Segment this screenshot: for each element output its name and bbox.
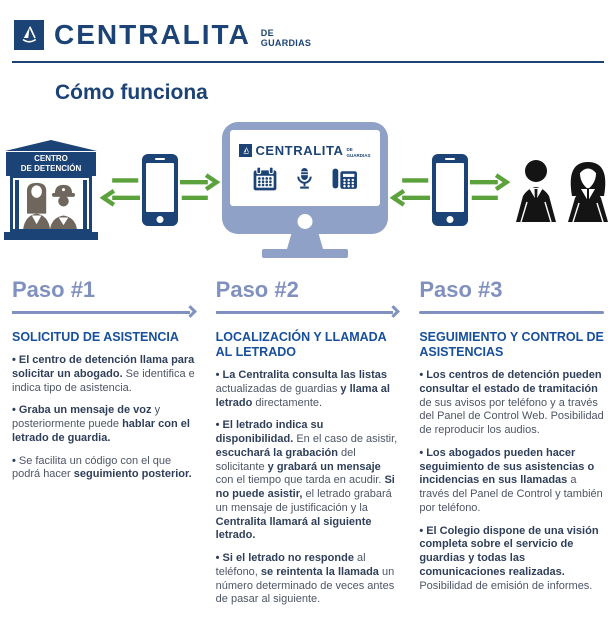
step-arrow-icon [419, 306, 604, 320]
monitor-stand [287, 234, 323, 249]
smartphone-icon [432, 154, 468, 226]
bullet-item: •El letrado indica su disponibilidad. En… [215, 419, 398, 542]
monitor-button [297, 214, 313, 229]
duplex-arrows-icon [390, 178, 430, 207]
step-label: Paso #2 [215, 277, 299, 302]
duplex-arrows-icon [100, 178, 140, 207]
bullet-item: •Si el letrado no responde al teléfono, … [215, 552, 395, 606]
bullet-dot: • [419, 369, 424, 381]
monitor-stand-base [262, 249, 348, 258]
phone-screen [436, 163, 464, 212]
phone-home-button [446, 215, 454, 223]
monitor-bezel: CENTRALITA DE GUARDIAS [222, 122, 388, 234]
phone-screen [146, 163, 174, 212]
monitor-tagline-line1: DE [346, 147, 353, 153]
detention-center-sign: CENTRO DE DETENCIÓN [6, 152, 96, 176]
page-title: Cómo funciona [55, 81, 208, 104]
bullet-item: •El Colegio dispone de una visión comple… [419, 524, 599, 592]
step-title: SEGUIMIENTO Y CONTROL DE ASISTENCIAS [419, 330, 604, 359]
duplex-arrows-icon [470, 173, 510, 200]
phone-speaker [155, 158, 165, 160]
step-arrow-head [387, 305, 401, 318]
monitor-screen: CENTRALITA DE GUARDIAS [230, 130, 380, 206]
monitor-feature-icons [252, 166, 358, 192]
abogacia-scales-icon [239, 144, 253, 158]
steps: Paso #1 SOLICITUD DE ASISTENCIA •El cent… [0, 263, 616, 607]
bullet-dot: • [419, 524, 424, 537]
step-arrow-icon [12, 305, 197, 320]
bullet-item: •Los centros de detención pueden consult… [419, 369, 604, 436]
brand-tagline-line2: GUARDIAS [260, 37, 312, 48]
step-title: SOLICITUD DE ASISTENCIA [12, 330, 179, 344]
step-arrow-icon [215, 305, 401, 320]
detention-center-icon: CENTRO DE DETENCIÓN [4, 140, 98, 240]
abogacia-scales-glyph [22, 26, 37, 43]
bullet-dot: • [12, 404, 16, 417]
bullet-item: •La Centralita consulta las listas actua… [215, 369, 390, 409]
centralita-monitor-icon: CENTRALITA DE GUARDIAS [222, 122, 388, 258]
step-title: LOCALIZACIÓN Y LLAMADA AL LETRADO [215, 330, 387, 359]
lawyers-icon [516, 160, 608, 222]
bullet-dot: • [215, 419, 220, 432]
smartphone-icon [142, 154, 178, 226]
phone-home-button [156, 215, 164, 223]
detainee-and-officer-icon [23, 182, 77, 229]
bullet-item: •El centro de detención llama para solic… [12, 354, 195, 394]
bullet-dot: • [419, 446, 424, 459]
bullet-dot: • [12, 354, 16, 366]
building-base [4, 231, 98, 240]
building-column [83, 179, 87, 229]
step-column: Paso #2 LOCALIZACIÓN Y LLAMADA AL LETRAD… [215, 277, 401, 607]
duplex-arrows-icon [180, 173, 220, 200]
step-arrow-line [419, 311, 604, 314]
deskphone-icon [332, 168, 357, 190]
building-pediment [5, 140, 97, 152]
abogacia-scales-icon [14, 20, 44, 50]
step-column: Paso #1 SOLICITUD DE ASISTENCIA •El cent… [12, 277, 197, 607]
monitor-brand: CENTRALITA DE GUARDIAS [239, 143, 371, 159]
bullet-dot: • [215, 552, 220, 564]
step-arrow-head [183, 305, 197, 318]
bullet-dot: • [12, 454, 16, 467]
calendar-icon [253, 166, 277, 191]
phone-speaker [445, 158, 455, 160]
header: CENTRALITA DE GUARDIAS [0, 0, 616, 50]
step-bullets: •Los centros de detención pueden consult… [419, 369, 604, 593]
flow-diagram: CENTRO DE DETENCIÓN [0, 117, 616, 263]
monitor-tagline-line2: GUARDIAS [346, 152, 371, 158]
step-bullets: •La Centralita consulta las listas actua… [216, 369, 401, 607]
detention-center-label-line1: CENTRO [34, 154, 68, 164]
step-column: Paso #3 SEGUIMIENTO Y CONTROL DE ASISTEN… [419, 277, 604, 607]
step-label: Paso #3 [419, 277, 503, 302]
bullet-dot: • [215, 369, 220, 381]
microphone-icon [297, 168, 312, 189]
detention-center-label-line2: DE DETENCIÓN [20, 164, 82, 173]
building-column [15, 179, 19, 229]
brand-tagline-line1: DE [260, 28, 274, 38]
step-arrow-line [12, 311, 190, 314]
step-arrow-line [215, 311, 394, 314]
abogacia-scales-glyph [243, 147, 249, 154]
header-divider [12, 61, 604, 63]
bullet-item: •Los abogados pueden hacer seguimiento d… [419, 446, 603, 514]
bullet-item: •Graba un mensaje de voz y posteriorment… [12, 404, 190, 444]
building-hall [10, 175, 92, 232]
brand-tagline: DE GUARDIAS [260, 28, 312, 49]
brand-wordmark: CENTRALITA [54, 19, 251, 50]
monitor-wordmark: CENTRALITA [255, 143, 344, 159]
step-label: Paso #1 [12, 277, 96, 302]
step-bullets: •El centro de detención llama para solic… [12, 354, 197, 482]
bullet-item: •Se facilita un código con el que podrá … [12, 454, 192, 481]
monitor-tagline: DE GUARDIAS [347, 147, 371, 157]
